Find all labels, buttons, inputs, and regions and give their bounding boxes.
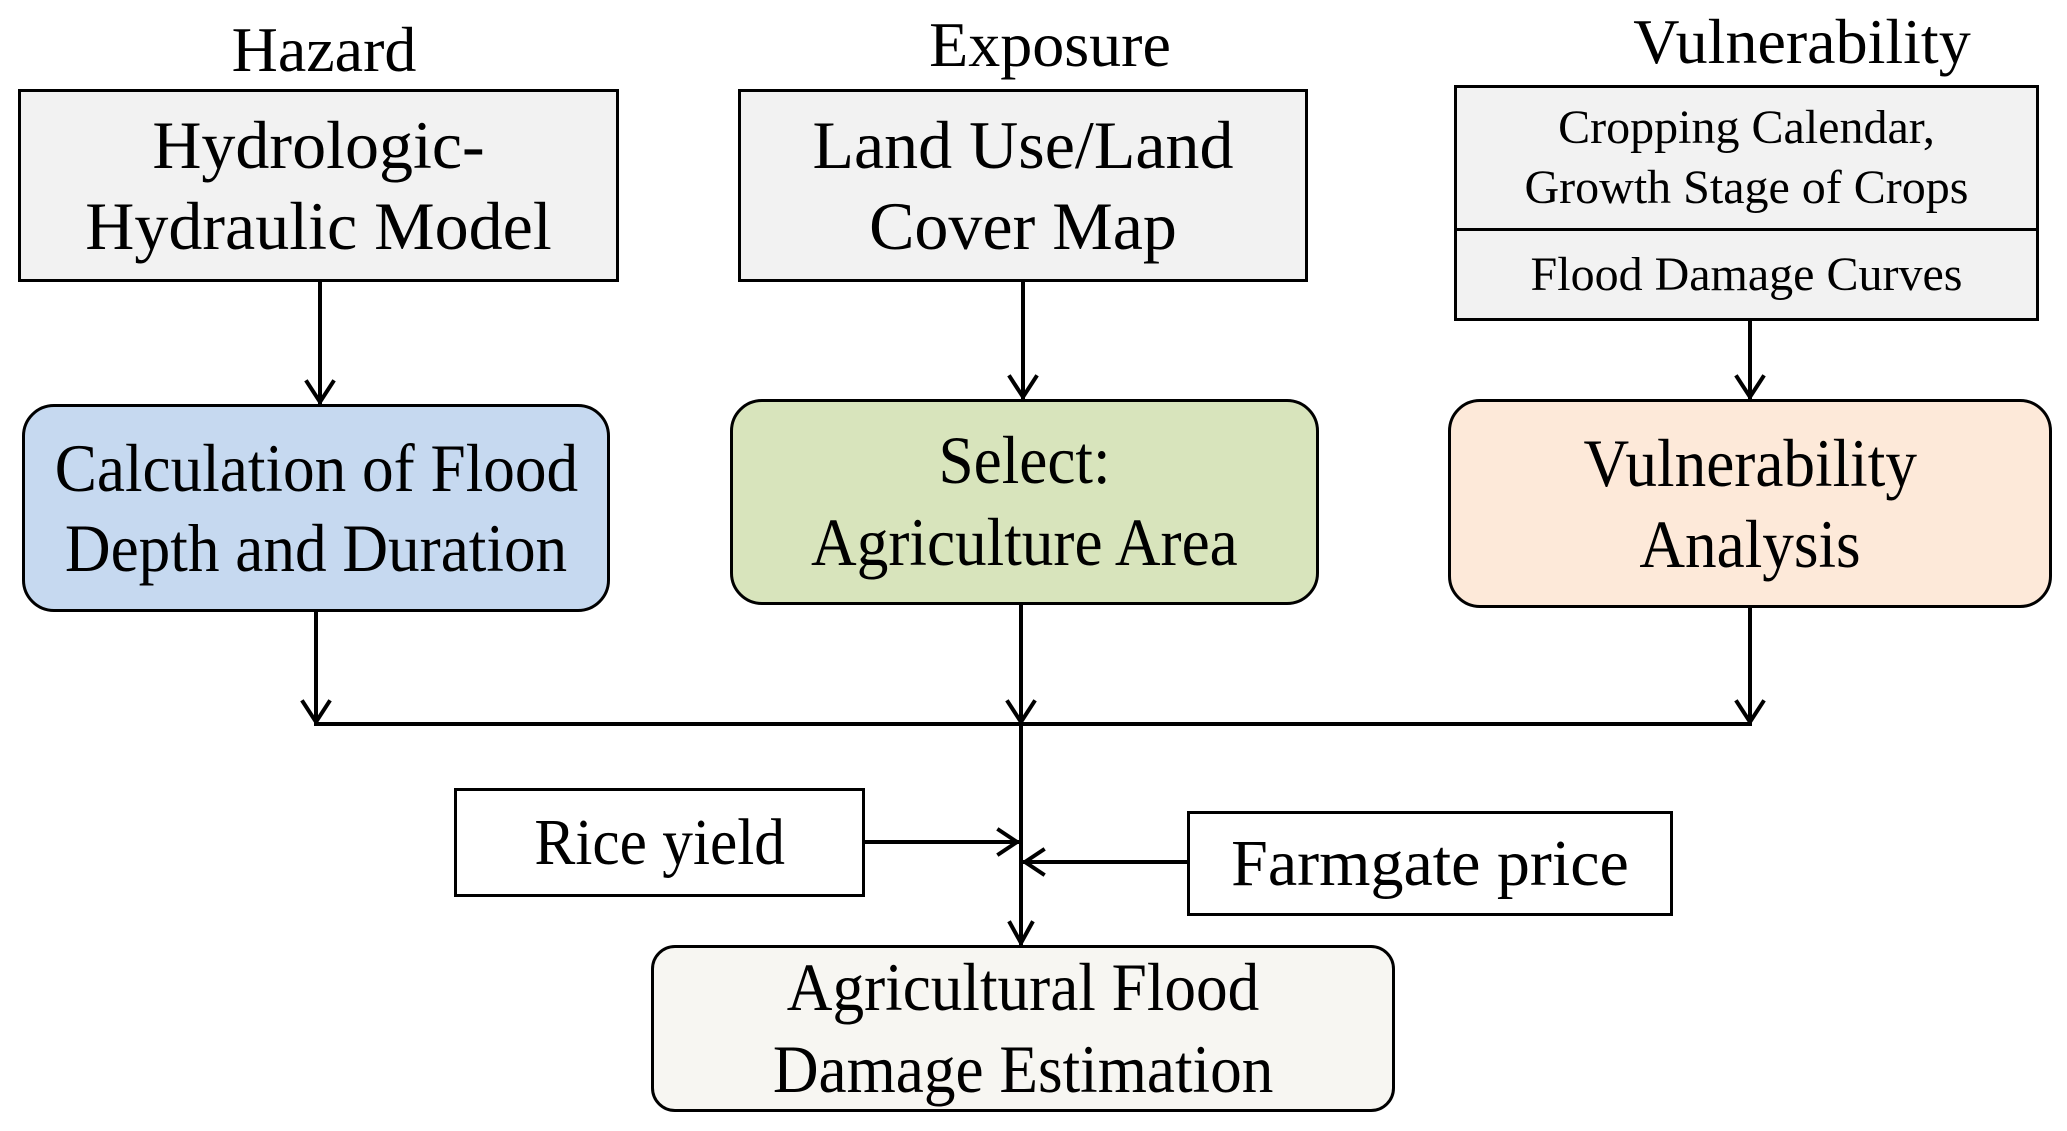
arrowhead-icon: [1734, 374, 1766, 401]
farmgate-price-box: Farmgate price: [1187, 811, 1673, 916]
agricultural-flood-damage-estimation-box: Agricultural Flood Damage Estimation: [651, 945, 1395, 1112]
section-label-vulnerability: Vulnerability: [1633, 6, 1971, 77]
box-text-line: Analysis: [1639, 505, 1861, 582]
box-text-line: Select:: [938, 422, 1111, 499]
flood-depth-duration-calculation-box: Calculation of Flood Depth and Duration: [22, 404, 610, 612]
box-text-line: Farmgate price: [1231, 826, 1629, 900]
section-label-hazard: Hazard: [231, 14, 417, 85]
arrowhead-icon: [304, 379, 336, 406]
section-label-exposure: Exposure: [929, 9, 1171, 80]
arrowhead-icon: [996, 827, 1021, 857]
box-text-line: Land Use/Land: [812, 107, 1234, 184]
box-text-line: Depth and Duration: [64, 510, 568, 586]
flood-damage-curves-cell: Flood Damage Curves: [1457, 231, 2036, 318]
box-text-line: Cropping Calendar,: [1558, 101, 1935, 154]
box-text-line: Flood Damage Curves: [1530, 248, 1963, 301]
box-text-line: Damage Estimation: [772, 1030, 1274, 1107]
select-agriculture-area-box: Select: Agriculture Area: [730, 399, 1319, 605]
arrowhead-icon: [1021, 847, 1046, 877]
hydrologic-hydraulic-model-box: Hydrologic- Hydraulic Model: [18, 89, 619, 282]
box-text-line: Cover Map: [869, 187, 1177, 264]
box-text-line: Calculation of Flood: [54, 429, 578, 506]
cropping-calendar-cell: Cropping Calendar, Growth Stage of Crops: [1457, 88, 2036, 231]
box-text-line: Rice yield: [534, 805, 785, 879]
rice-yield-box: Rice yield: [454, 788, 865, 897]
arrowhead-icon: [1007, 920, 1035, 948]
box-text-line: Agricultural Flood: [786, 948, 1260, 1025]
vulnerability-inputs-box: Cropping Calendar, Growth Stage of Crops…: [1454, 85, 2039, 321]
box-text-line: Agriculture Area: [811, 504, 1238, 580]
vulnerability-analysis-box: Vulnerability Analysis: [1448, 399, 2052, 608]
box-text-line: Vulnerability: [1583, 425, 1917, 502]
land-use-land-cover-map-box: Land Use/Land Cover Map: [738, 89, 1308, 282]
box-text-line: Hydrologic-: [152, 107, 485, 184]
arrowhead-icon: [1007, 374, 1039, 401]
box-text-line: Hydraulic Model: [85, 187, 552, 264]
box-text-line: Growth Stage of Crops: [1524, 161, 1969, 214]
